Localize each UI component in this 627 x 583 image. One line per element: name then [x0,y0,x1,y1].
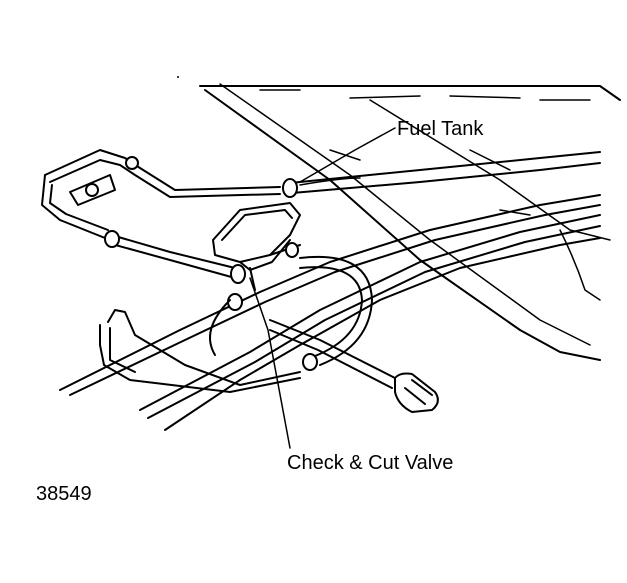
fuel-tank-label: Fuel Tank [397,118,484,140]
check-cut-valve-label: Check & Cut Valve [287,452,454,474]
bolt-icon [125,156,139,170]
figure-number: 38549 [36,483,92,505]
check-cut-valve [212,202,301,291]
loop-hose [209,256,373,371]
lower-bracket [99,309,396,393]
vent-line-upper [282,151,601,198]
vent-hose-left [104,230,246,284]
leader-lines [249,127,396,449]
bolt-icon [85,183,99,197]
fuel-tank [199,83,621,361]
filler-bracket [41,149,281,239]
end-connector [394,372,439,413]
fuel-pipes [59,194,601,431]
